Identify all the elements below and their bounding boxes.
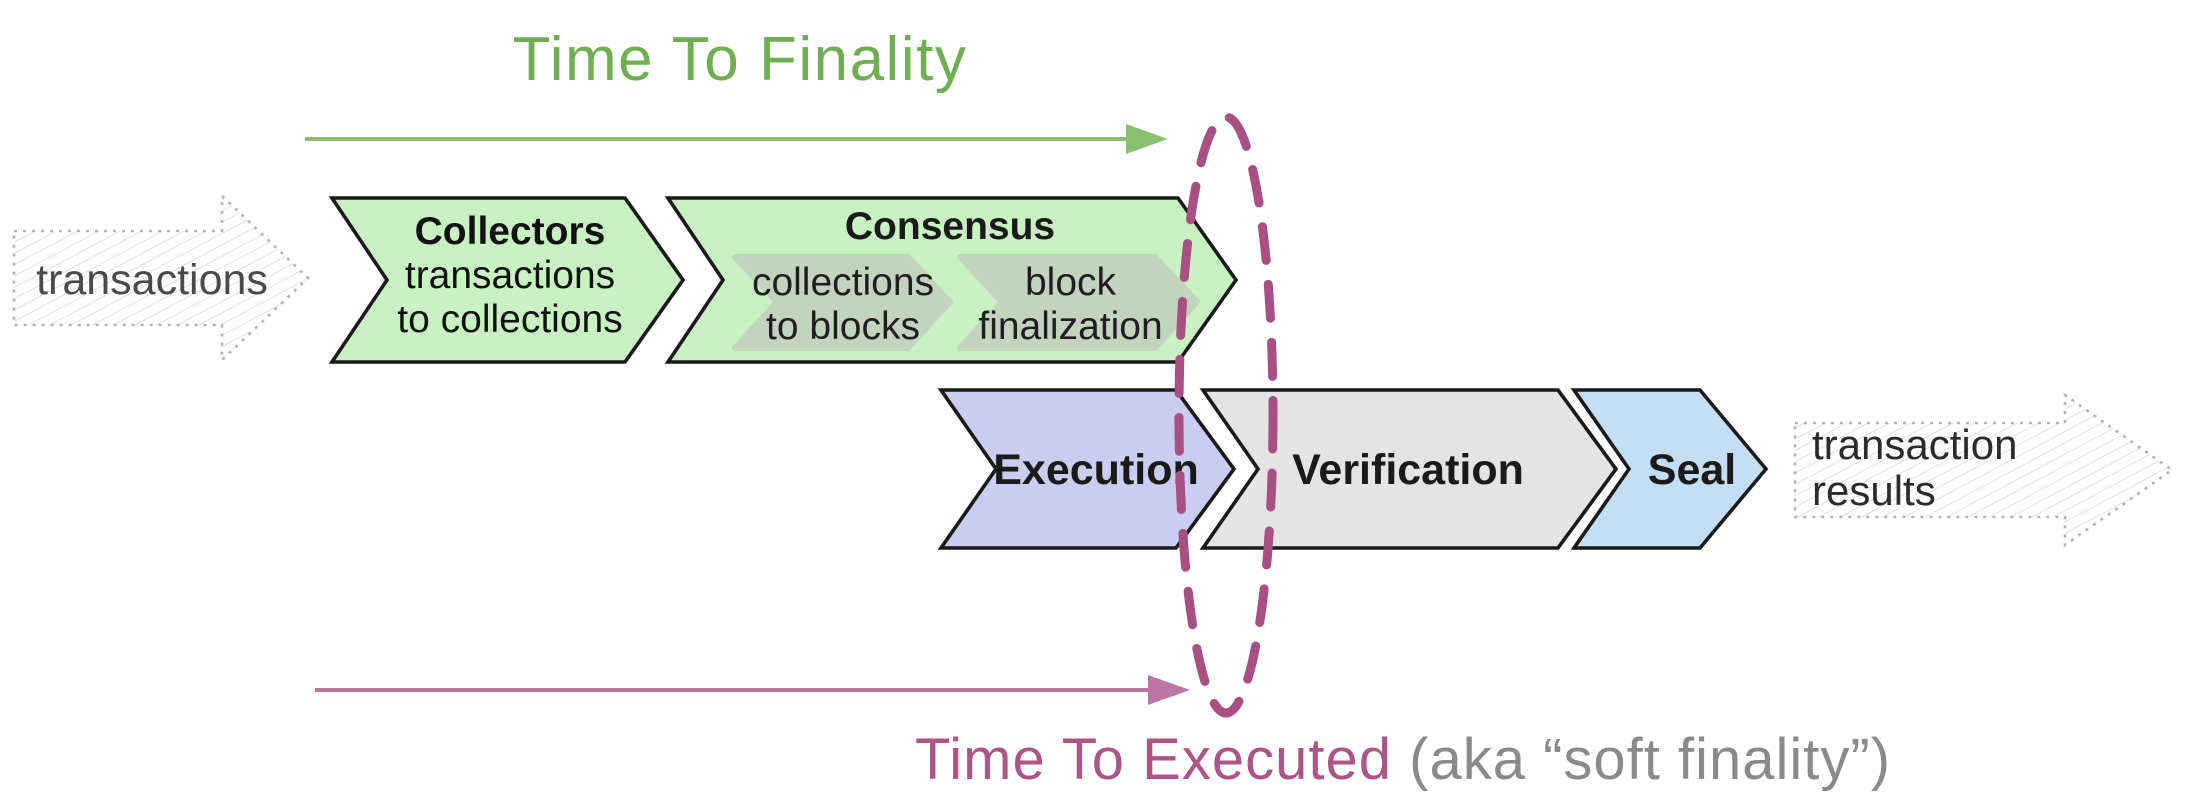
transactions-input-arrow	[12, 192, 310, 364]
transaction-results-output-arrow	[1793, 392, 2175, 548]
collections-to-blocks-label: collections to blocks	[743, 261, 943, 349]
collectors-line2: to collections	[397, 298, 623, 341]
collectors-label: Collectors transactions to collections	[360, 210, 660, 342]
transaction-results-label: transaction results	[1812, 422, 2132, 514]
execution-label: Execution	[993, 446, 1199, 494]
transaction-results-line2: results	[1812, 467, 1936, 514]
sub2-line2: finalization	[978, 305, 1163, 348]
seal-label: Seal	[1647, 446, 1737, 494]
collections-to-blocks-subchevron	[732, 254, 953, 351]
sub2-line1: block	[1024, 261, 1117, 304]
time-to-executed-title: Time To Executed (aka “soft finality”)	[915, 726, 2115, 793]
collectors-line1: transactions	[404, 254, 616, 297]
sub1-line2: to blocks	[766, 305, 920, 348]
time-to-executed-text: Time To Executed	[915, 727, 1392, 792]
soft-finality-subtitle: (aka “soft finality”)	[1409, 727, 1892, 792]
seal-chevron	[1570, 388, 1769, 550]
verification-label: Verification	[1292, 446, 1524, 494]
block-finalization-subchevron	[957, 254, 1200, 351]
sub1-line1: collections	[751, 261, 935, 304]
collectors-title: Collectors	[414, 210, 606, 253]
time-to-finality-arrow	[305, 124, 1168, 154]
consensus-title: Consensus	[844, 205, 1056, 248]
block-finalization-label: block finalization	[968, 261, 1173, 349]
time-to-executed-arrow	[315, 675, 1190, 705]
transaction-results-line1: transaction	[1812, 421, 2018, 468]
transactions-input-label: transactions	[36, 256, 268, 304]
time-to-finality-title: Time To Finality	[512, 25, 968, 94]
collectors-chevron	[328, 196, 686, 364]
